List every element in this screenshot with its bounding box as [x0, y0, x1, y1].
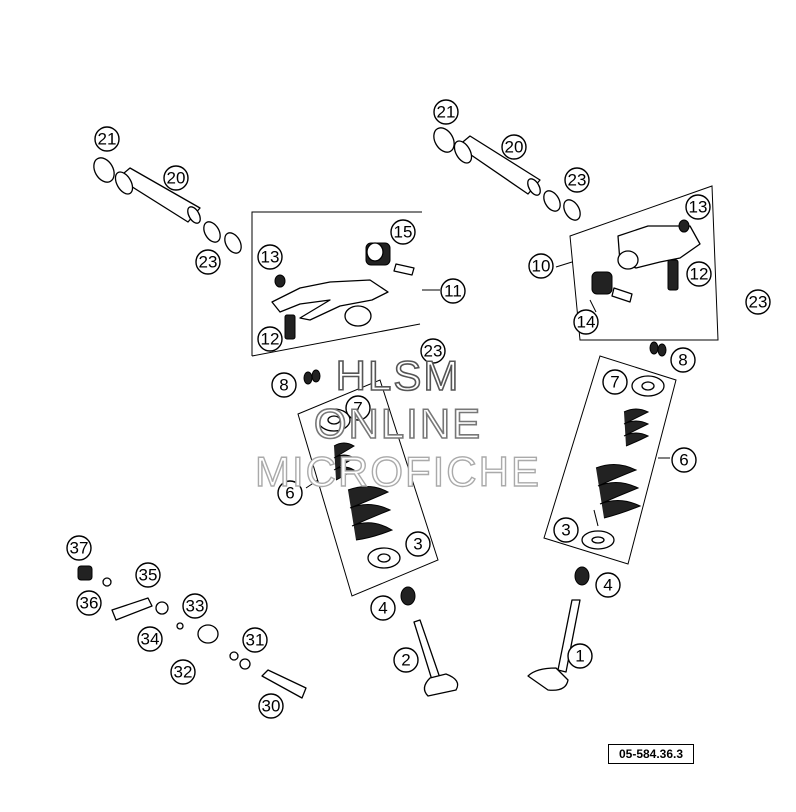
callout-20: 20	[501, 134, 527, 160]
callout-2: 2	[393, 647, 419, 673]
svg-text:8: 8	[678, 351, 687, 370]
svg-text:30: 30	[262, 697, 281, 716]
callouts: 21 20 23 21 20 23 13 15 11 12 23 13 10 1…	[66, 99, 771, 719]
callout-15: 15	[390, 219, 416, 245]
rocker-arm-right-group	[569, 185, 719, 341]
svg-text:31: 31	[246, 631, 265, 650]
callout-36: 36	[76, 590, 102, 616]
callout-4: 4	[595, 572, 621, 598]
callout-6: 6	[277, 480, 303, 506]
svg-text:23: 23	[424, 342, 443, 361]
callout-31: 31	[242, 627, 268, 653]
svg-text:36: 36	[80, 594, 99, 613]
svg-text:13: 13	[689, 198, 708, 217]
callout-13: 13	[257, 244, 283, 270]
svg-text:11: 11	[444, 282, 462, 301]
callout-35: 35	[135, 562, 161, 588]
svg-text:12: 12	[690, 265, 709, 284]
callout-12: 12	[257, 326, 283, 352]
svg-text:20: 20	[505, 138, 524, 157]
callout-3: 3	[405, 531, 431, 557]
svg-text:14: 14	[577, 313, 596, 332]
svg-text:10: 10	[532, 257, 551, 276]
callout-7: 7	[602, 369, 628, 395]
callout-37: 37	[66, 535, 92, 561]
callout-21: 21	[433, 99, 459, 125]
svg-text:34: 34	[141, 630, 160, 649]
svg-text:3: 3	[561, 521, 570, 540]
tensioner-parts	[77, 565, 307, 699]
callout-13: 13	[685, 194, 711, 220]
svg-text:4: 4	[378, 599, 387, 618]
svg-text:4: 4	[603, 576, 612, 595]
svg-text:33: 33	[186, 597, 205, 616]
callout-14: 14	[573, 309, 599, 335]
svg-text:32: 32	[174, 663, 193, 682]
leader-lines	[305, 261, 670, 527]
svg-text:35: 35	[139, 566, 158, 585]
svg-text:15: 15	[394, 223, 413, 242]
rocker-arm-left-group	[251, 211, 422, 357]
svg-text:12: 12	[261, 330, 280, 349]
valve-train-left	[297, 369, 459, 697]
svg-text:2: 2	[401, 651, 410, 670]
callout-23: 23	[195, 249, 221, 275]
callout-33: 33	[182, 593, 208, 619]
svg-text:8: 8	[279, 376, 288, 395]
callout-1: 1	[567, 643, 593, 669]
callout-12: 12	[686, 261, 712, 287]
svg-text:6: 6	[679, 451, 688, 470]
callout-21: 21	[94, 126, 120, 152]
rocker-shaft-left	[93, 157, 242, 254]
callout-34: 34	[137, 626, 163, 652]
svg-text:23: 23	[568, 171, 587, 190]
callout-30: 30	[258, 693, 284, 719]
rocker-shaft-right	[433, 127, 581, 221]
callout-3: 3	[553, 517, 579, 543]
svg-text:1: 1	[575, 647, 584, 666]
svg-text:3: 3	[413, 535, 422, 554]
svg-text:23: 23	[199, 253, 218, 272]
svg-text:23: 23	[749, 293, 768, 312]
callout-11: 11	[440, 278, 466, 304]
callout-32: 32	[170, 659, 196, 685]
svg-text:20: 20	[167, 169, 186, 188]
callout-23: 23	[745, 289, 771, 315]
svg-text:37: 37	[70, 539, 89, 558]
valve-train-right	[527, 341, 677, 691]
svg-text:13: 13	[261, 248, 280, 267]
callout-8: 8	[670, 347, 696, 373]
callout-6: 6	[671, 447, 697, 473]
svg-text:21: 21	[437, 103, 456, 122]
callout-23: 23	[564, 167, 590, 193]
callout-4: 4	[370, 595, 396, 621]
diagram-reference-code: 05-584.36.3	[608, 744, 694, 764]
svg-text:7: 7	[610, 373, 619, 392]
svg-text:21: 21	[98, 130, 117, 149]
svg-text:7: 7	[353, 399, 362, 418]
callout-20: 20	[163, 165, 189, 191]
callout-10: 10	[528, 253, 554, 279]
callout-7: 7	[345, 395, 371, 421]
svg-text:6: 6	[285, 484, 294, 503]
callout-8: 8	[271, 372, 297, 398]
callout-23: 23	[420, 338, 446, 364]
